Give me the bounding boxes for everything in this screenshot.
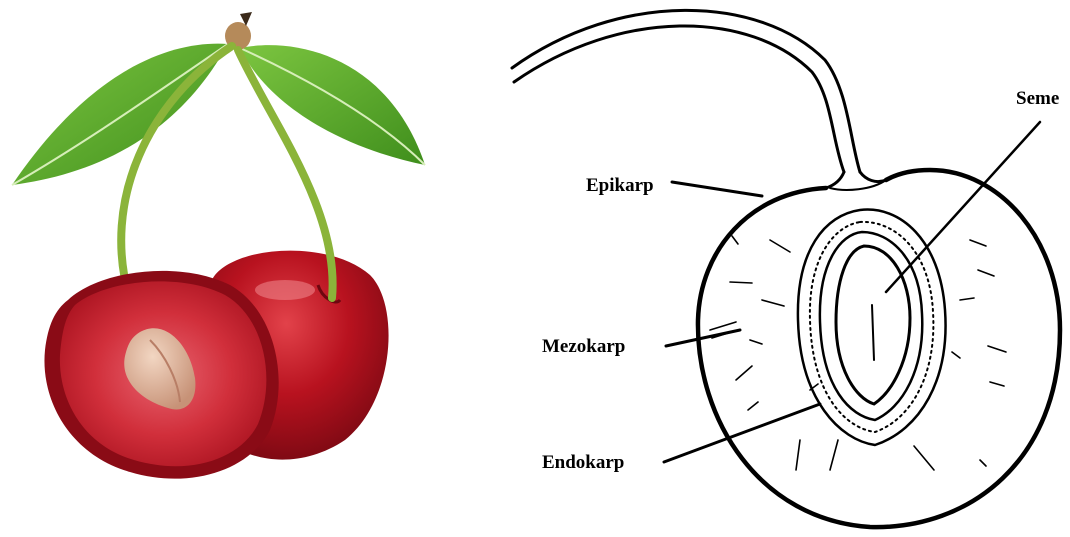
seed-line	[872, 305, 874, 360]
epicarp-leader	[672, 182, 762, 196]
seed-leader	[886, 122, 1040, 292]
left-leaf	[12, 44, 228, 185]
label-epicarp: Epikarp	[586, 175, 654, 196]
mesocarp-fibers	[730, 236, 1006, 470]
endocarp-leader	[664, 404, 820, 462]
halved-cherry	[44, 271, 278, 479]
stem-outline-inner	[514, 26, 844, 172]
cherry-illustration	[0, 0, 470, 537]
endocarp-stipple	[810, 222, 934, 432]
diagram-svg: Epikarp Mezokarp Endokarp Seme	[500, 0, 1070, 537]
cherry-cross-section-diagram: Epikarp Mezokarp Endokarp Seme	[500, 0, 1070, 537]
stem-outline-outer	[512, 10, 860, 172]
cherry-photo	[0, 0, 470, 537]
label-seed: Seme	[1016, 88, 1059, 109]
label-endocarp: Endokarp	[542, 452, 624, 473]
label-mesocarp: Mezokarp	[542, 336, 625, 357]
